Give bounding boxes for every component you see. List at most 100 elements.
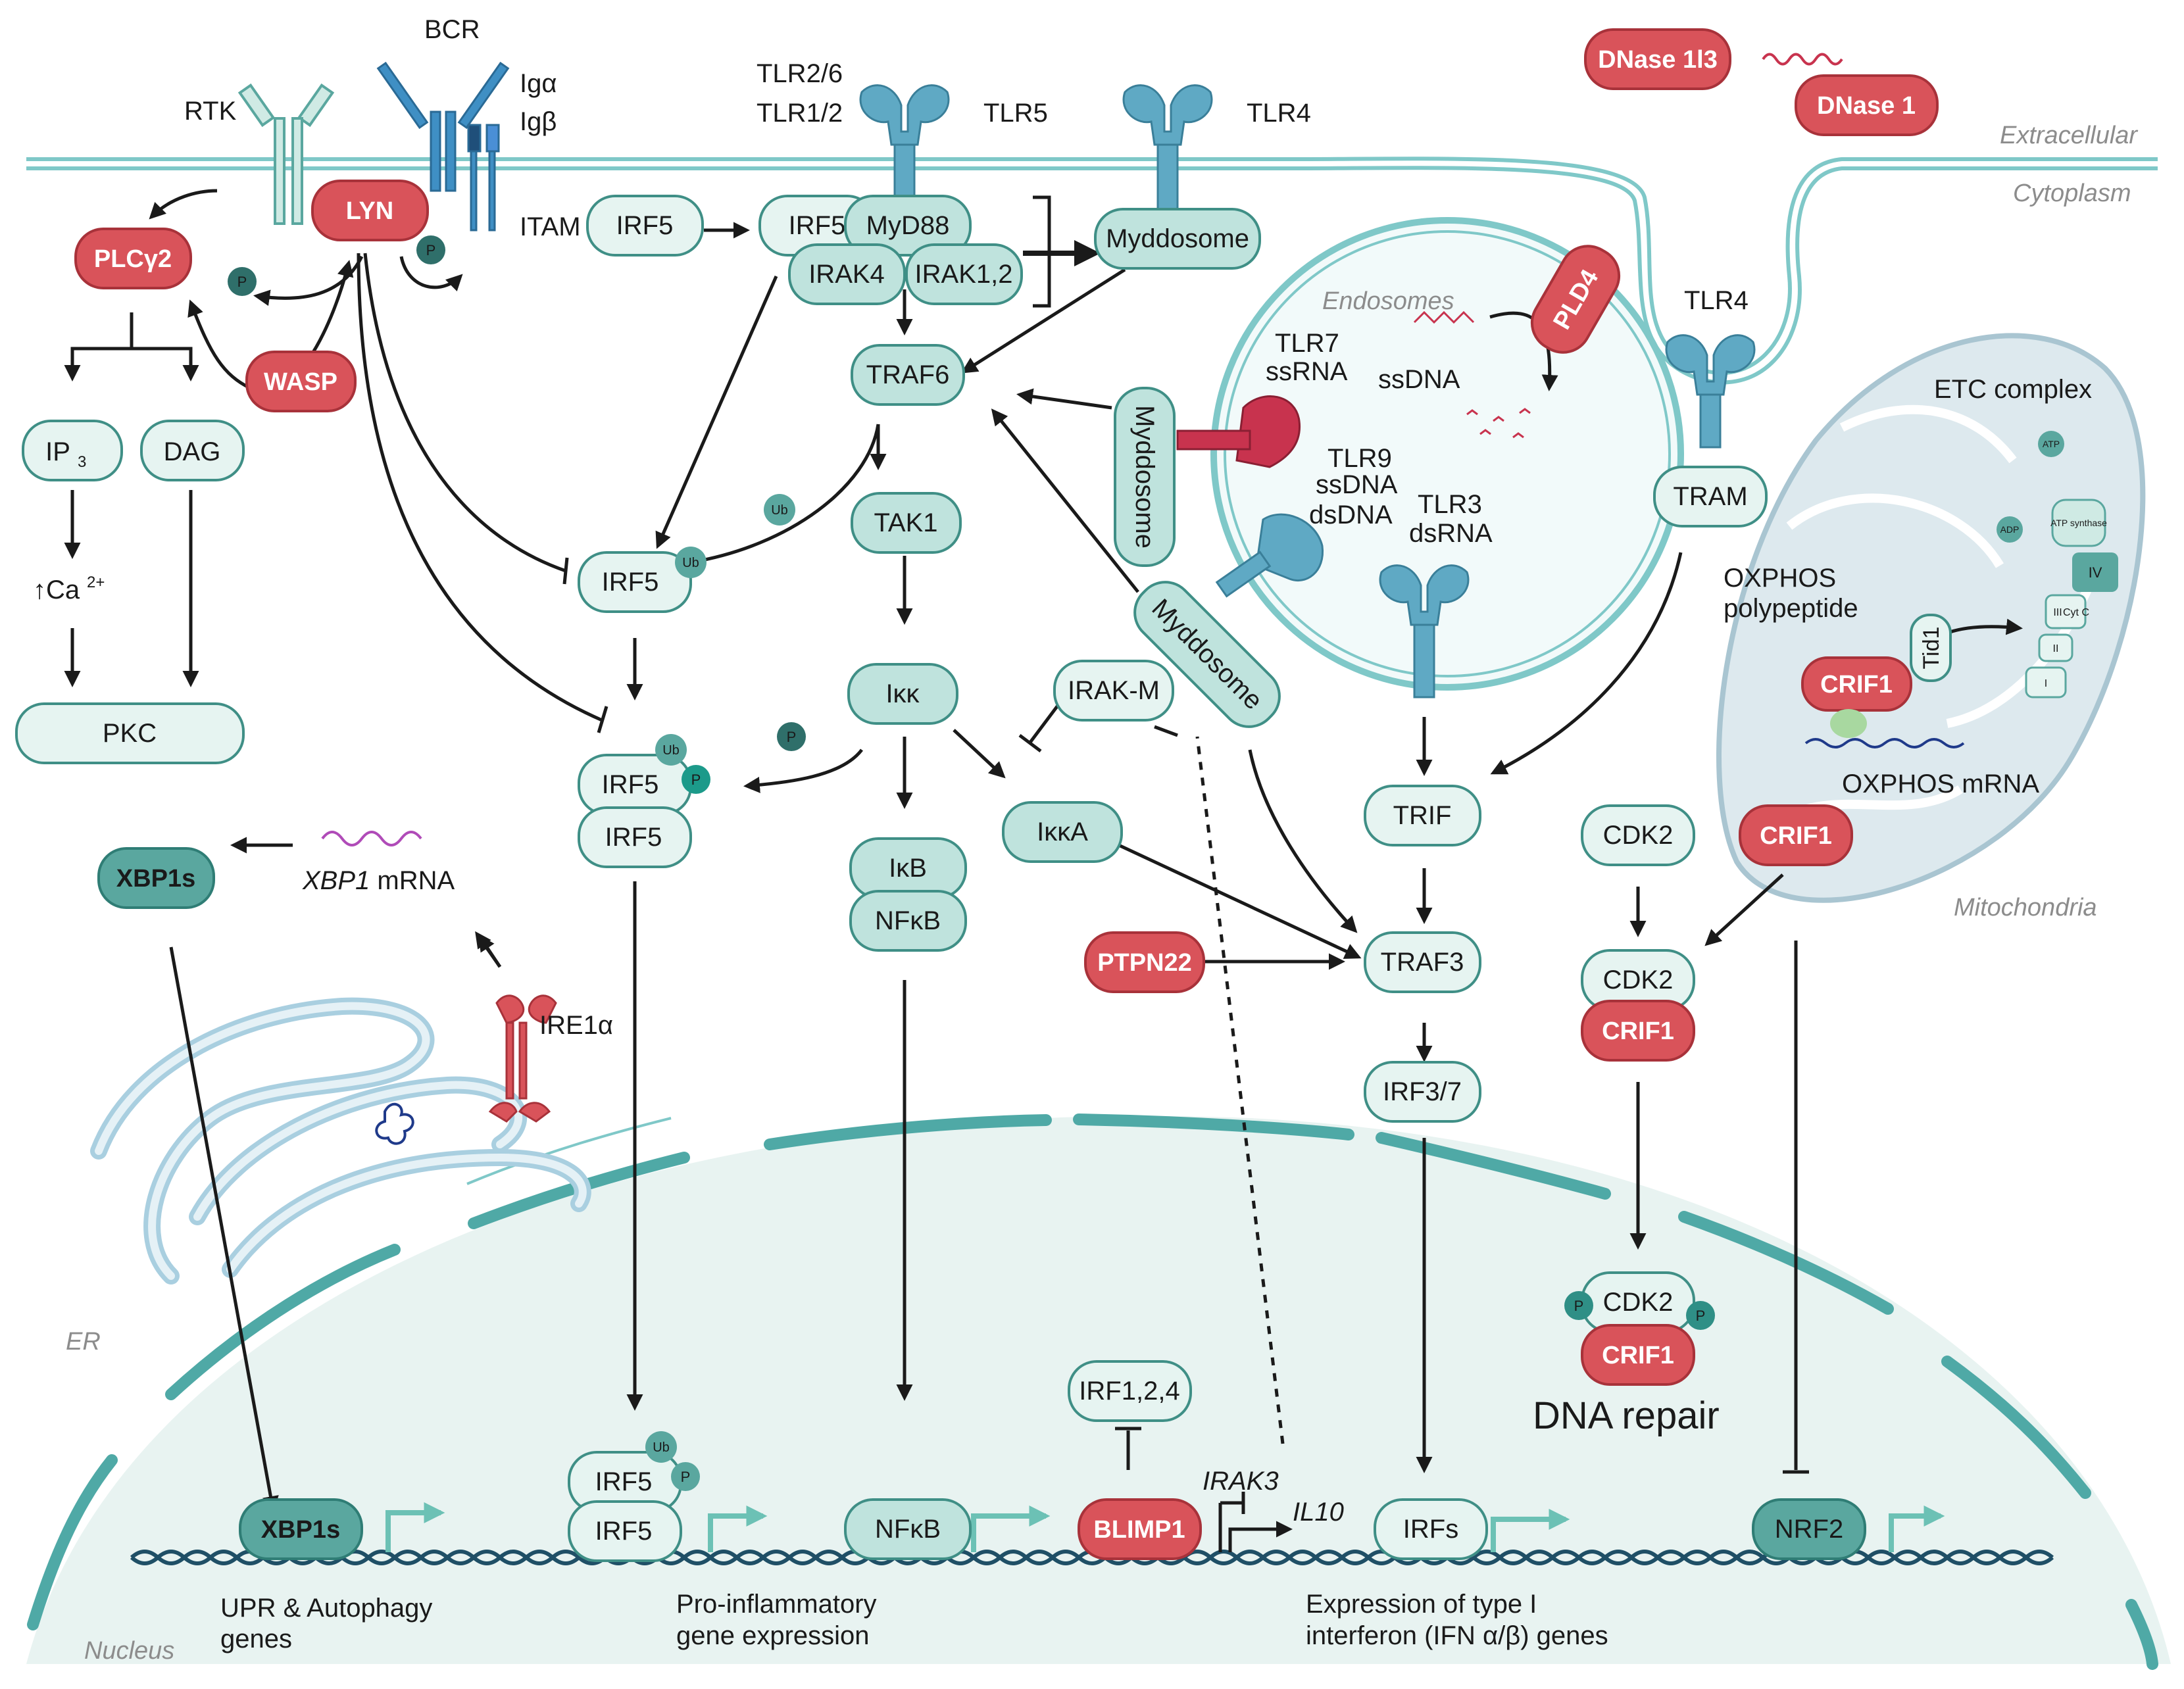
nuc-nfkb-node: NFκB — [844, 1498, 972, 1560]
ribosome-icon — [375, 1102, 414, 1145]
ire1-to-xbp1-arrow — [475, 931, 502, 968]
bcr-label: BCR — [424, 15, 480, 44]
rtk-label: RTK — [184, 97, 237, 126]
ifn-output-label-1: Expression of type I — [1306, 1590, 1537, 1619]
svg-text:IRAK4: IRAK4 — [808, 260, 885, 289]
svg-text:P: P — [1574, 1298, 1584, 1314]
dag-node: DAG — [140, 420, 245, 481]
proinflammatory-output-label-1: Pro-inflammatory — [676, 1590, 877, 1619]
tid1-node: Tid1 — [1910, 614, 1952, 682]
svg-text:IRF5: IRF5 — [595, 1467, 653, 1496]
svg-text:XBP1 mRNA: XBP1 mRNA — [302, 866, 455, 895]
svg-text:↑Ca: ↑Ca — [33, 575, 80, 604]
oxphos-polypeptide-label-2: polypeptide — [1724, 594, 1858, 623]
ssdna-strand-icon — [1413, 310, 1475, 324]
svg-text:II: II — [2053, 643, 2059, 654]
xbp1s-to-nucleus-arrow — [169, 946, 279, 1513]
svg-text:IκκA: IκκA — [1037, 818, 1088, 846]
svg-text:IRAK-M: IRAK-M — [1068, 676, 1160, 705]
oxphos-mrna-label: OXPHOS mRNA — [1842, 770, 2039, 798]
ire1a-label: IRE1α — [539, 1011, 613, 1040]
ptpn22-node: PTPN22 — [1084, 931, 1205, 993]
svg-text:CDK2: CDK2 — [1603, 966, 1674, 994]
ikka-node: IκκA — [1002, 801, 1123, 863]
upr-output-label-2: genes — [220, 1625, 292, 1653]
svg-text:CRIF1: CRIF1 — [1820, 671, 1893, 698]
svg-text:III: III — [2053, 607, 2062, 618]
svg-text:NFκB: NFκB — [875, 1515, 941, 1544]
svg-text:TRIF: TRIF — [1393, 801, 1452, 830]
cytoplasm-label: Cytoplasm — [2013, 180, 2131, 207]
irf37-node: IRF3/7 — [1364, 1061, 1481, 1123]
irak3-gene-label: IRAK3 — [1203, 1467, 1279, 1496]
ire1a-receptor-icon — [488, 994, 557, 1123]
tram-node: TRAM — [1653, 466, 1768, 527]
calcium-node: ↑Ca 2+ — [33, 574, 105, 604]
svg-text:P: P — [787, 729, 797, 745]
tlr4-top-label: TLR4 — [1247, 99, 1311, 128]
svg-text:IP: IP — [45, 437, 70, 466]
svg-text:Ub: Ub — [771, 503, 788, 518]
svg-text:DNase 1l3: DNase 1l3 — [1598, 46, 1718, 74]
pkc-node: PKC — [15, 702, 245, 764]
traf6-node: TRAF6 — [851, 344, 965, 406]
svg-text:Myddosome: Myddosome — [1130, 405, 1159, 549]
svg-text:CRIF1: CRIF1 — [1602, 1017, 1674, 1045]
svg-text:NRF2: NRF2 — [1775, 1515, 1843, 1544]
lyn-node: LYN — [311, 180, 429, 241]
itam-label: ITAM — [520, 212, 581, 241]
svg-text:BLIMP1: BLIMP1 — [1093, 1516, 1185, 1544]
svg-text:DAG: DAG — [164, 437, 221, 466]
pld4-node: PLD4 — [1530, 245, 1621, 354]
irak-m-node: IRAK-M — [1053, 660, 1174, 722]
dna-repair-label: DNA repair — [1533, 1394, 1720, 1437]
transcription-arrows — [385, 1502, 1945, 1552]
svg-text:PLCγ2: PLCγ2 — [94, 245, 172, 273]
svg-text:XBP1s: XBP1s — [116, 865, 195, 893]
svg-text:IRF5: IRF5 — [595, 1517, 653, 1546]
phospho-badge-5: P — [671, 1462, 700, 1491]
svg-text:NFκB: NFκB — [875, 906, 941, 935]
ub-badge-3: Ub — [655, 734, 687, 766]
phospho-badge-4: P — [682, 765, 710, 794]
phospho-badge-1: P — [228, 267, 257, 296]
svg-text:CDK2: CDK2 — [1603, 821, 1674, 850]
er-inner-lines — [95, 1002, 587, 1280]
ub-badge-2: Ub — [675, 547, 707, 578]
tlr7-receptor-icon — [1176, 395, 1301, 468]
xbp1-mrna-icon — [321, 831, 422, 846]
svg-text:IRF5: IRF5 — [605, 823, 662, 852]
svg-text:ATP synthase: ATP synthase — [2050, 518, 2107, 528]
svg-text:TRAF6: TRAF6 — [866, 360, 950, 389]
er-label: ER — [66, 1328, 101, 1356]
myddosome-node-b: Myddosome — [1114, 387, 1176, 567]
svg-text:P: P — [426, 242, 436, 258]
svg-text:Tid1: Tid1 — [1919, 627, 1944, 670]
etc-complex-label: ETC complex — [1934, 375, 2092, 404]
trif-node: TRIF — [1364, 785, 1481, 846]
tlr26-label: TLR2/6 — [757, 59, 843, 88]
svg-text:DNase 1: DNase 1 — [1817, 92, 1916, 120]
svg-text:PTPN22: PTPN22 — [1097, 949, 1192, 977]
inhibition-lines — [357, 253, 1809, 1552]
rtk-receptor-icon — [237, 83, 335, 225]
tlr3-receptor-icon — [1379, 564, 1470, 698]
extracellular-label: Extracellular — [2000, 122, 2138, 149]
oxphos-mrna-icon — [1804, 738, 1965, 748]
ub-badge-1: Ub — [764, 494, 795, 526]
endosomes-label: Endosomes — [1322, 287, 1454, 315]
tlr2-receptor-icon — [859, 84, 950, 199]
svg-text:Ub: Ub — [662, 743, 680, 758]
svg-text:2+: 2+ — [87, 574, 105, 591]
svg-text:WASP: WASP — [264, 368, 337, 396]
svg-text:LYN: LYN — [346, 197, 394, 225]
ssdna-tlr9-label: ssDNA — [1316, 470, 1398, 499]
svg-text:Myddosome: Myddosome — [1106, 224, 1249, 253]
traf3-node: TRAF3 — [1364, 931, 1481, 993]
svg-text:ADP: ADP — [2000, 524, 2020, 535]
degraded-dna-icon — [1466, 408, 1531, 439]
upr-output-label-1: UPR & Autophagy — [220, 1594, 432, 1623]
il10-arrow — [1228, 1521, 1293, 1552]
svg-text:XBP1s: XBP1s — [261, 1516, 340, 1544]
